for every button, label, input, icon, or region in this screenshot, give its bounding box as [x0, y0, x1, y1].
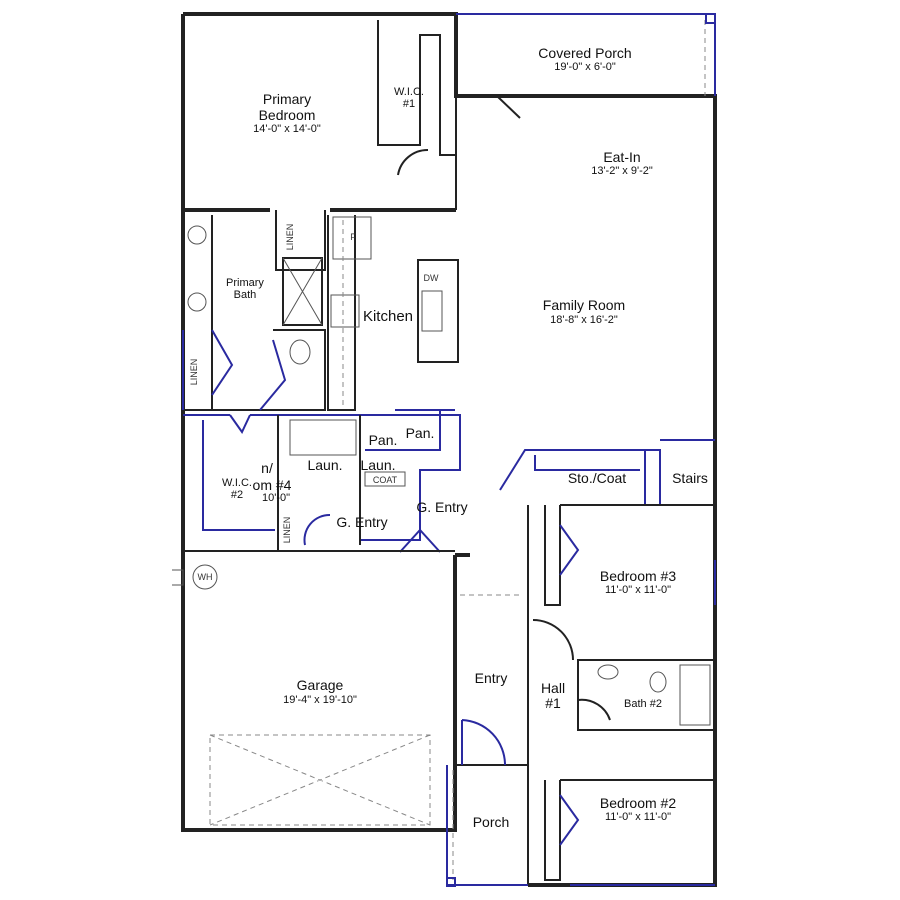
- svg-text:19'-0" x 6'-0": 19'-0" x 6'-0": [554, 61, 616, 73]
- svg-text:G. Entry: G. Entry: [416, 499, 467, 515]
- svg-text:n/: n/: [261, 460, 273, 476]
- svg-text:W.I.C.: W.I.C.: [222, 477, 252, 489]
- svg-text:Eat-In: Eat-In: [603, 149, 640, 165]
- svg-text:Pan.: Pan.: [369, 432, 398, 448]
- room-labels: Covered Porch 19'-0" x 6'-0" Primary Bed…: [222, 45, 708, 830]
- svg-text:Hall: Hall: [541, 680, 565, 696]
- sink-icon: [421, 290, 443, 332]
- fixture-labels: LINEN LINEN LINEN F DW COAT WH: [189, 224, 439, 582]
- kitchen-island: [417, 259, 459, 363]
- water-heater: [192, 564, 218, 590]
- svg-text:Stairs: Stairs: [672, 470, 708, 486]
- svg-text:LINEN: LINEN: [189, 359, 199, 386]
- svg-text:Primary: Primary: [263, 91, 311, 107]
- svg-text:14'-0" x 14'-0": 14'-0" x 14'-0": [253, 123, 321, 135]
- covered-porch-label: Covered Porch: [538, 45, 631, 61]
- svg-text:Kitchen: Kitchen: [363, 308, 413, 325]
- svg-text:11'-0" x 11'-0": 11'-0" x 11'-0": [605, 811, 671, 823]
- svg-text:Porch: Porch: [473, 814, 510, 830]
- svg-text:LINEN: LINEN: [282, 517, 292, 544]
- svg-text:#2: #2: [231, 489, 243, 501]
- svg-text:10'-0": 10'-0": [262, 492, 290, 504]
- svg-text:Bath: Bath: [234, 289, 257, 301]
- svg-text:DW: DW: [424, 273, 439, 283]
- svg-text:Entry: Entry: [475, 670, 508, 686]
- toilet-icon: [649, 671, 667, 693]
- sink-icon: [597, 664, 619, 680]
- svg-text:13'-2" x 9'-2": 13'-2" x 9'-2": [591, 165, 653, 177]
- svg-text:G. Entry: G. Entry: [336, 514, 387, 530]
- svg-text:F: F: [350, 232, 356, 242]
- svg-text:#1: #1: [403, 98, 415, 110]
- svg-text:Bedroom: Bedroom: [259, 107, 316, 123]
- svg-text:19'-4" x 19'-10": 19'-4" x 19'-10": [283, 694, 357, 706]
- svg-text:Laun.: Laun.: [360, 457, 395, 473]
- svg-text:Family Room: Family Room: [543, 297, 625, 313]
- svg-text:Sto./Coat: Sto./Coat: [568, 470, 626, 486]
- svg-text:Bedroom #3: Bedroom #3: [600, 568, 676, 584]
- svg-text:WH: WH: [198, 572, 213, 582]
- sink-icon: [187, 292, 207, 312]
- svg-text:LINEN: LINEN: [285, 224, 295, 251]
- range-icon: [330, 294, 360, 328]
- toilet-icon: [289, 339, 311, 365]
- washer-dryer: [289, 419, 357, 456]
- porch-post: [705, 13, 716, 24]
- svg-text:Garage: Garage: [297, 677, 344, 693]
- svg-text:Bedroom #2: Bedroom #2: [600, 795, 676, 811]
- svg-text:W.I.C.: W.I.C.: [394, 86, 424, 98]
- fridge: [332, 216, 372, 260]
- sink-icon: [187, 225, 207, 245]
- svg-text:Laun.: Laun.: [307, 457, 342, 473]
- svg-text:Primary: Primary: [226, 277, 264, 289]
- svg-text:Bath #2: Bath #2: [624, 698, 662, 710]
- bathtub-icon: [679, 664, 711, 726]
- laundry-pantry-walls: [183, 409, 461, 553]
- svg-text:Pan.: Pan.: [406, 425, 435, 441]
- svg-text:COAT: COAT: [373, 475, 398, 485]
- svg-text:11'-0" x 11'-0": 11'-0" x 11'-0": [605, 584, 671, 596]
- svg-text:18'-8" x 16'-2": 18'-8" x 16'-2": [550, 314, 618, 326]
- svg-text:om #4: om #4: [253, 477, 292, 493]
- svg-text:#1: #1: [545, 695, 561, 711]
